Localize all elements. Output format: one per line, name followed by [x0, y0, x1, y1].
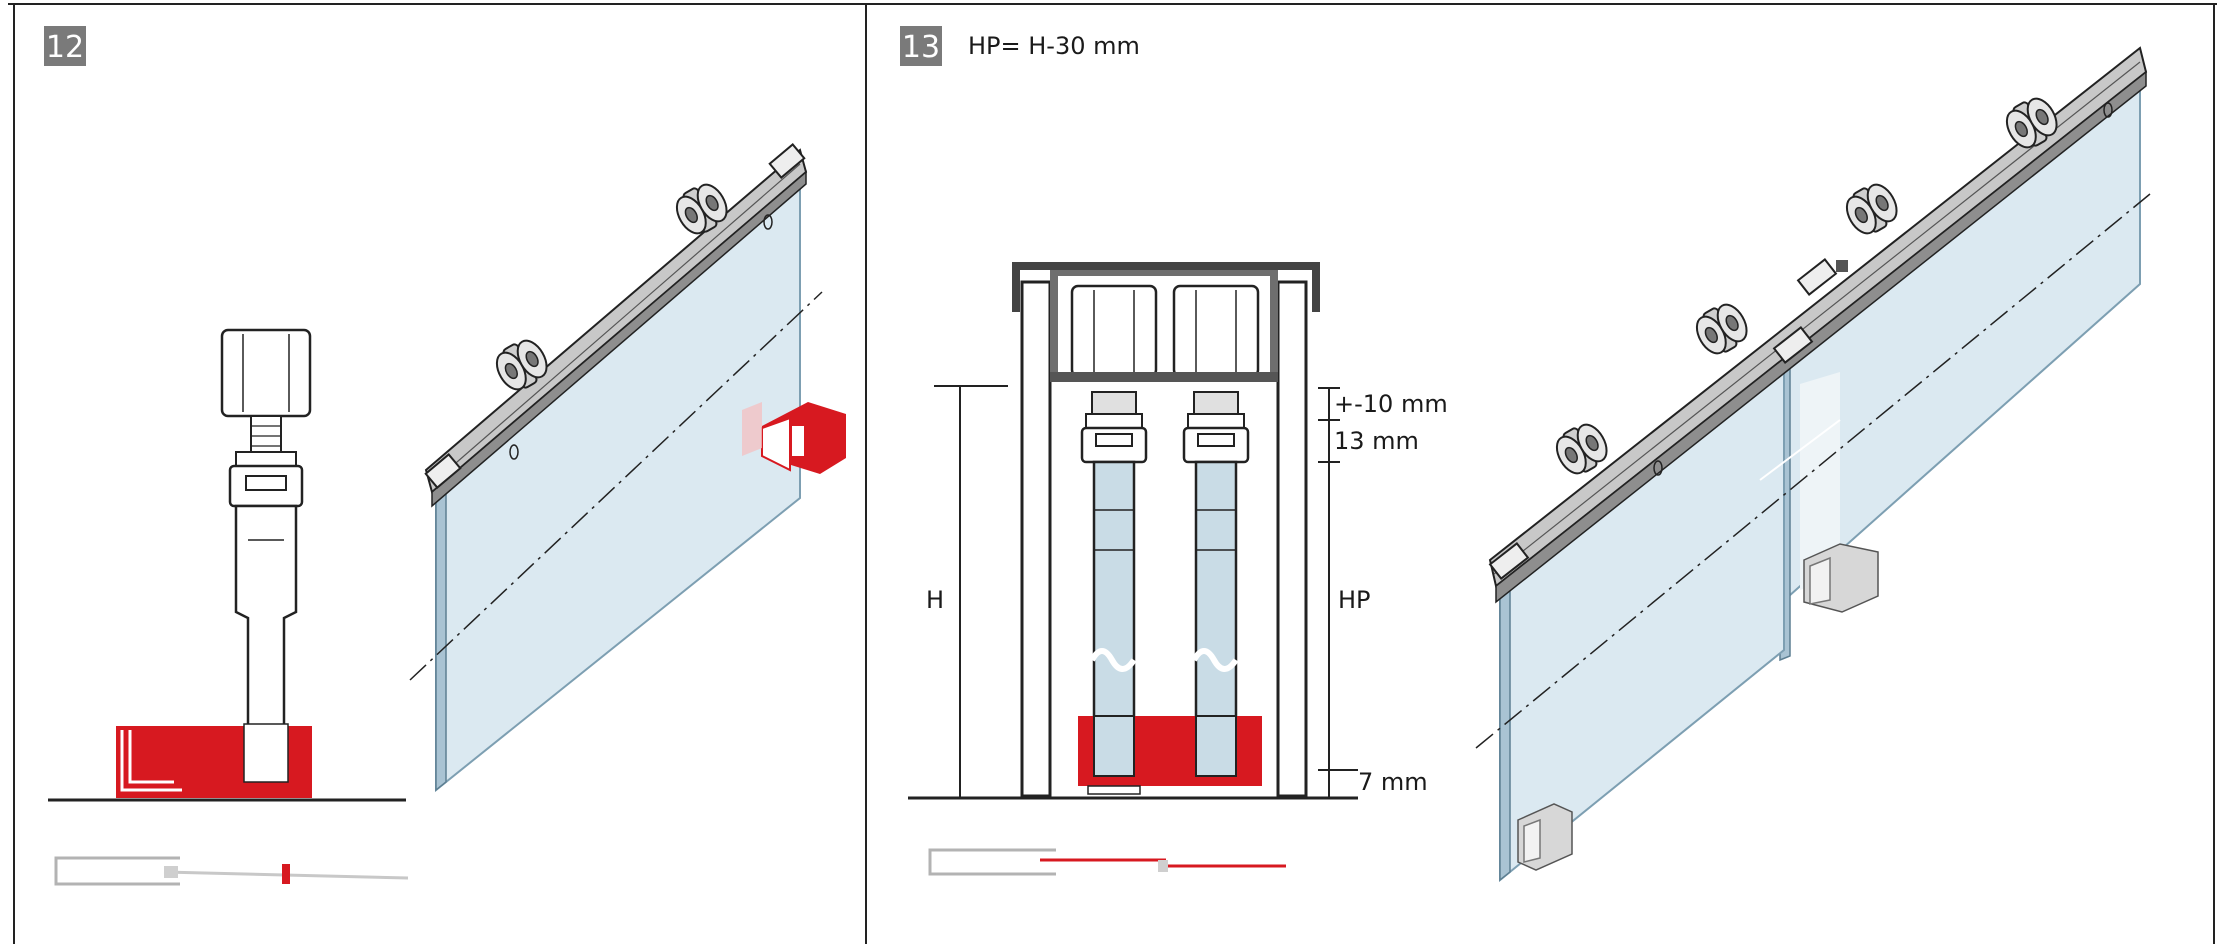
dimension-hp: +-10 mm 13 mm HP 7 mm: [1318, 387, 1448, 798]
dimension-h: H: [926, 385, 1008, 798]
door-perspective-12: [409, 143, 846, 793]
roller-body: [220, 328, 312, 418]
roller-right: [1172, 284, 1260, 378]
double-track-section: [908, 262, 1358, 800]
track-profile: [1012, 262, 1320, 312]
roller-left: [1070, 284, 1158, 378]
center-axis: [1475, 193, 2151, 749]
step-badge-box: [44, 26, 86, 66]
sheet-frame: [8, 3, 2217, 944]
step-number: 13: [902, 30, 940, 65]
wall-left: [1020, 280, 1052, 798]
dim-label-floor-gap: 7 mm: [1358, 768, 1428, 796]
step-number: 12: [46, 30, 84, 65]
height-formula: HP= H-30 mm: [968, 32, 1140, 60]
panel-12: 12: [44, 26, 846, 886]
hanger-section-view: [48, 328, 406, 802]
red-marker: [282, 864, 290, 884]
dim-label-offset: 13 mm: [1334, 427, 1419, 455]
dim-label-h: H: [926, 586, 944, 614]
step-badge-12: 12: [44, 26, 86, 66]
glass-panel: [435, 167, 801, 793]
dim-label-adjust: +-10 mm: [1334, 390, 1448, 418]
dim-label-hp: HP: [1338, 586, 1371, 614]
door-perspective-13: [1475, 46, 2151, 883]
step-badge-13: 13: [900, 26, 942, 66]
center-axis: [409, 291, 823, 681]
panel-13: 13 HP= H-30 mm: [900, 26, 2151, 883]
plan-view-13: [928, 848, 1286, 876]
glass-panel-front: [1499, 347, 1785, 883]
wall-right: [1276, 280, 1308, 798]
plan-view-12: [54, 856, 409, 886]
step-badge-box: [900, 26, 942, 66]
